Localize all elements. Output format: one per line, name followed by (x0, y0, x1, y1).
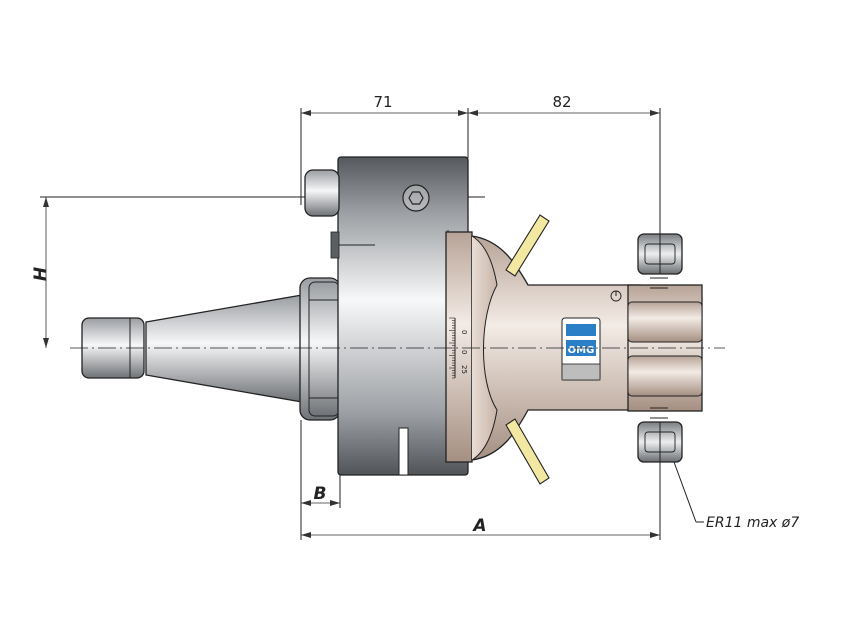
a-dimension (301, 532, 660, 538)
flange-collar (299, 277, 341, 421)
hex-screw-icon (402, 184, 430, 212)
adjustment-lever-top (505, 214, 550, 277)
top-dimension-lines (300, 108, 661, 240)
taper-shank (81, 294, 303, 403)
omg-logo: OMG (561, 317, 601, 381)
dim-82-label: 82 (552, 93, 571, 111)
dim-a-label: A (471, 516, 486, 536)
dim-b-label: B (314, 484, 327, 504)
dim-h-label: H (31, 267, 51, 281)
adjustment-lever-bottom (505, 418, 550, 485)
scale-mark-top: 0 (460, 330, 468, 334)
logo-text: OMG (568, 345, 595, 356)
dim-71-label: 71 (373, 93, 392, 111)
bronze-head (445, 231, 641, 463)
scale-mark-bottom: 25 (460, 365, 468, 374)
scale-graduation (449, 317, 456, 379)
collet-callout-label: ER11 max ø7 (706, 515, 799, 531)
scale-mark-mid: 0 (460, 350, 468, 354)
collet-top (637, 228, 683, 275)
b-dimension (300, 420, 341, 540)
main-body (304, 156, 469, 476)
collet-leader-line (673, 461, 704, 523)
collet-bottom (637, 421, 683, 540)
